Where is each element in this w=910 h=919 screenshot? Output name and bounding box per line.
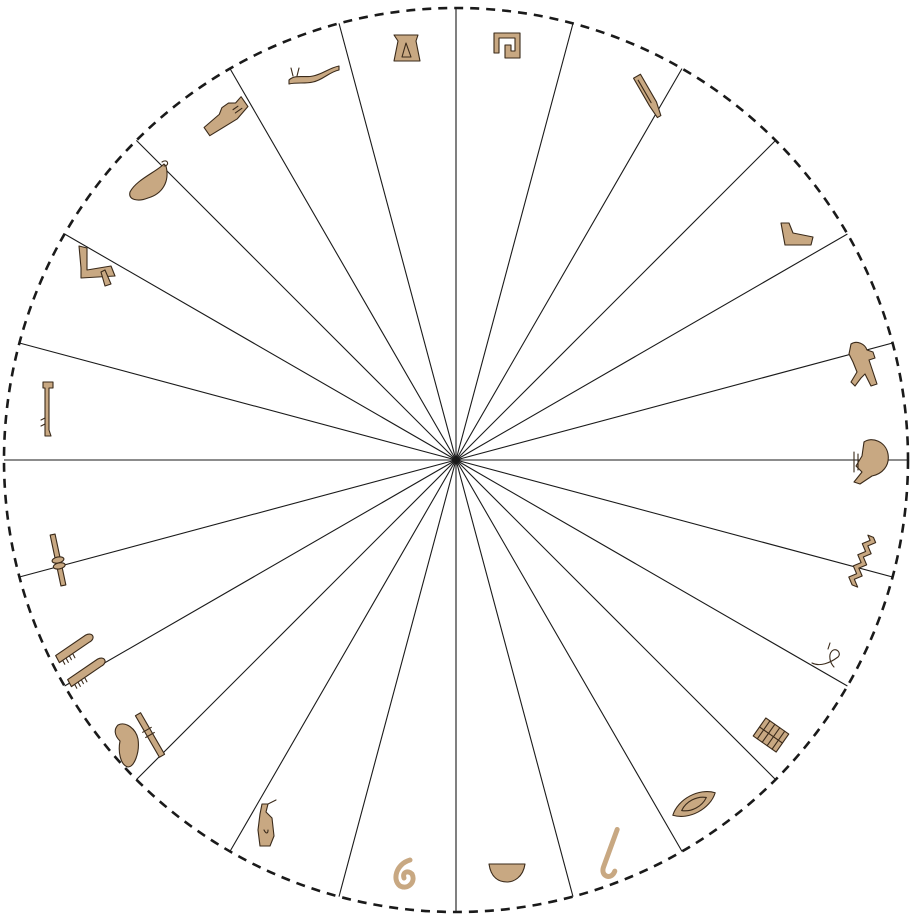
stand-vessel-glyph-icon [394,35,420,61]
spoke-lines [4,8,908,912]
